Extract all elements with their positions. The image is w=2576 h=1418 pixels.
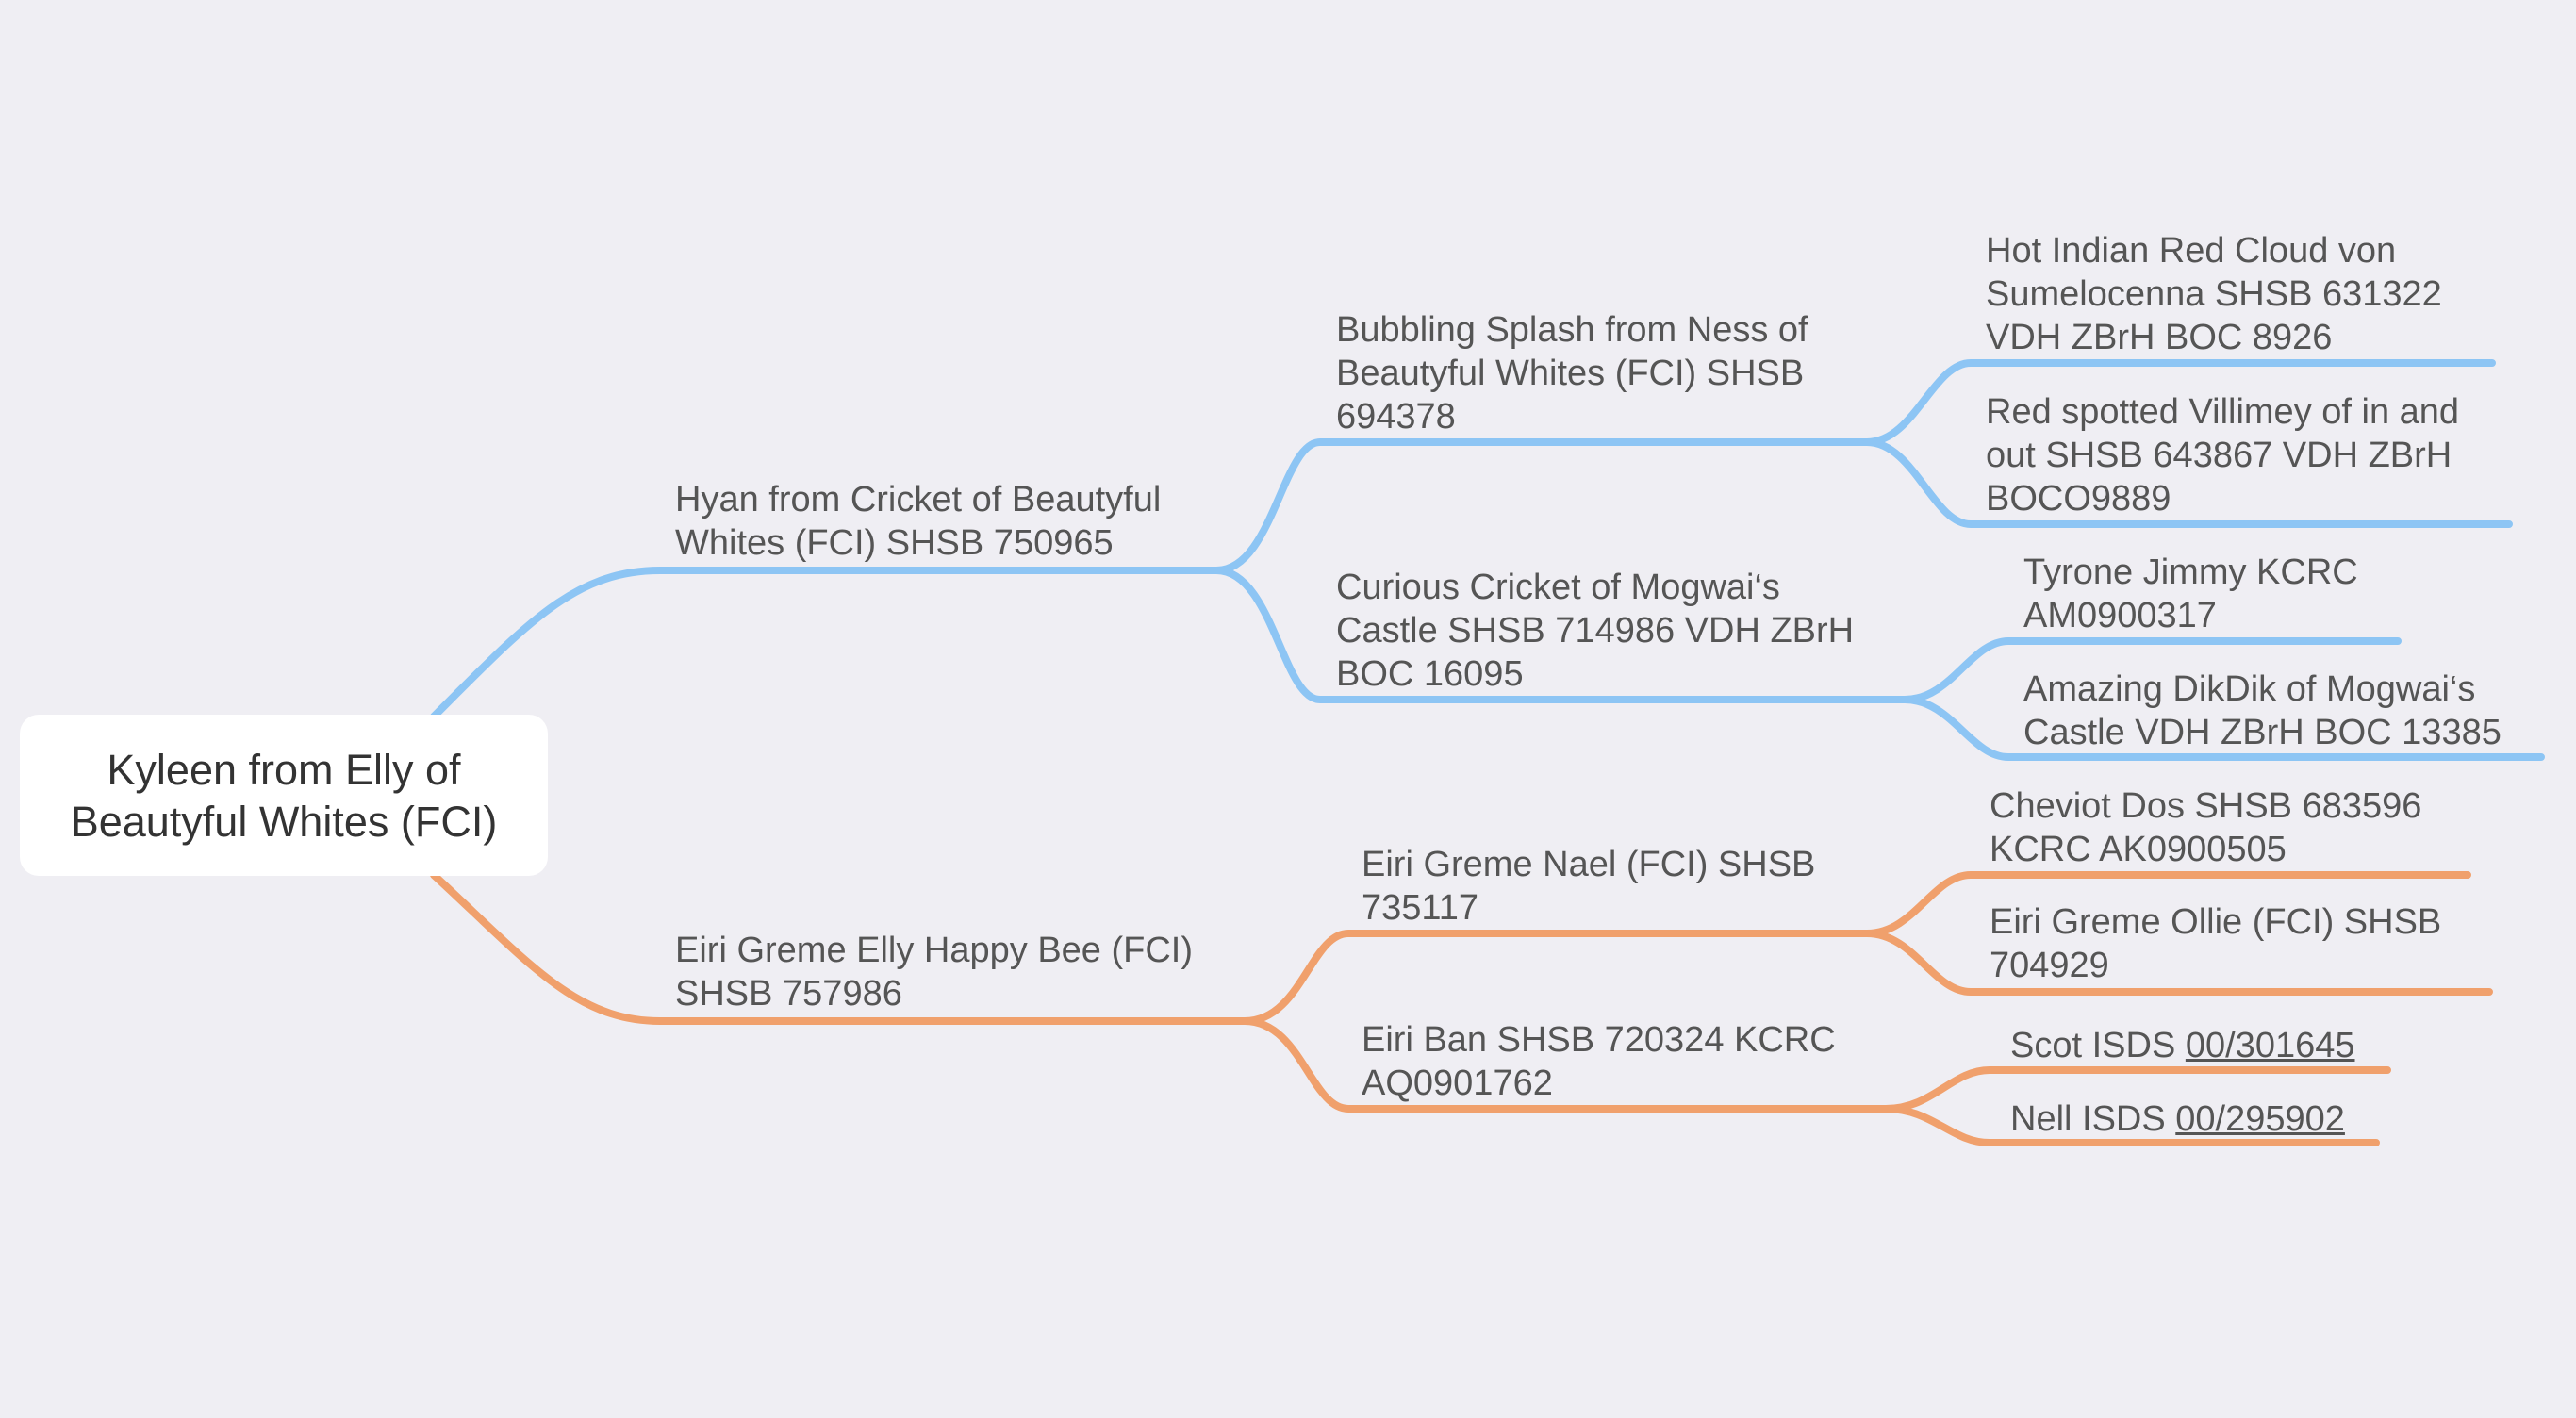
node-line: Tyrone Jimmy KCRC — [2023, 552, 2358, 592]
node-sire-dam-dam[interactable]: Amazing DikDik of Mogwai‘s Castle VDH ZB… — [2023, 668, 2502, 754]
node-sire-dam[interactable]: Curious Cricket of Mogwai‘s Castle SHSB … — [1336, 566, 1854, 696]
node-line: BOC 16095 — [1336, 654, 1524, 694]
registration-link[interactable]: 00/295902 — [2175, 1099, 2345, 1139]
root-node[interactable]: Kyleen from Elly of Beautyful Whites (FC… — [20, 715, 548, 876]
node-line: KCRC AK0900505 — [1990, 830, 2287, 869]
root-node-line-1: Kyleen from Elly of — [107, 745, 461, 794]
node-line: Curious Cricket of Mogwai‘s — [1336, 568, 1780, 607]
link-ds-dsd — [1863, 930, 2493, 996]
node-sire-sire-sire[interactable]: Hot Indian Red Cloud von Sumelocenna SHS… — [1986, 229, 2442, 359]
link-sire-ss — [1213, 438, 1871, 574]
node-line: Amazing DikDik of Mogwai‘s — [2023, 669, 2476, 709]
node-line: 704929 — [1990, 946, 2109, 985]
node-line: Beautyful Whites (FCI) SHSB — [1336, 354, 1805, 393]
dam-branch-lines — [430, 871, 2493, 1146]
node-dam-sire-sire[interactable]: Cheviot Dos SHSB 683596 KCRC AK0900505 — [1990, 784, 2421, 871]
link-sire-sd — [1213, 567, 1908, 703]
node-line: Hyan from Cricket of Beautyful — [675, 480, 1162, 519]
node-line: BOCO9889 — [1986, 479, 2171, 519]
link-ss-ssd — [1863, 438, 2513, 528]
node-sire-dam-sire[interactable]: Tyrone Jimmy KCRC AM0900317 — [2023, 551, 2358, 637]
node-line: SHSB 757986 — [675, 974, 902, 1014]
link-sd-sdd — [1901, 696, 2545, 761]
link-root-sire — [430, 567, 1220, 720]
link-ss-sss — [1863, 359, 2496, 446]
link-sd-sds — [1901, 637, 2402, 703]
node-line: 735117 — [1362, 888, 1478, 928]
node-dam-sire-dam[interactable]: Eiri Greme Ollie (FCI) SHSB 704929 — [1990, 900, 2441, 987]
link-dam-ds — [1241, 930, 1871, 1025]
node-line: AM0900317 — [2023, 596, 2217, 635]
node-name: Nell ISDS — [2010, 1099, 2166, 1139]
node-line: Whites (FCI) SHSB 750965 — [675, 523, 1114, 563]
node-dam-dam-sire[interactable]: Scot ISDS 00/301645 — [2010, 1024, 2355, 1067]
node-dam-dam-dam[interactable]: Nell ISDS 00/295902 — [2010, 1097, 2345, 1141]
node-line: AQ0901762 — [1362, 1064, 1553, 1103]
node-line: Sumelocenna SHSB 631322 — [1986, 274, 2442, 314]
node-name: Scot ISDS — [2010, 1026, 2176, 1065]
node-line: Cheviot Dos SHSB 683596 — [1990, 786, 2422, 826]
sire-branch-lines — [430, 359, 2545, 761]
node-line: out SHSB 643867 VDH ZBrH — [1986, 436, 2452, 475]
node-sire[interactable]: Hyan from Cricket of Beautyful Whites (F… — [675, 478, 1161, 565]
node-line: Castle VDH ZBrH BOC 13385 — [2023, 713, 2502, 752]
node-line: Eiri Greme Ollie (FCI) SHSB — [1990, 902, 2442, 942]
node-sire-sire-dam[interactable]: Red spotted Villimey of in and out SHSB … — [1986, 390, 2459, 520]
link-ds-dss — [1863, 871, 2471, 937]
link-root-dam — [430, 871, 1248, 1025]
node-line: Eiri Greme Elly Happy Bee (FCI) — [675, 931, 1194, 970]
node-line: VDH ZBrH BOC 8926 — [1986, 318, 2333, 357]
node-line: Eiri Greme Nael (FCI) SHSB — [1362, 845, 1816, 884]
node-line: Hot Indian Red Cloud von — [1986, 231, 2397, 271]
node-line: Bubbling Splash from Ness of — [1336, 310, 1808, 350]
root-node-line-2: Beautyful Whites (FCI) — [70, 797, 498, 846]
node-dam[interactable]: Eiri Greme Elly Happy Bee (FCI) SHSB 757… — [675, 929, 1193, 1015]
node-dam-sire[interactable]: Eiri Greme Nael (FCI) SHSB 735117 — [1362, 843, 1815, 930]
node-line: Eiri Ban SHSB 720324 KCRC — [1362, 1020, 1836, 1060]
node-line: Castle SHSB 714986 VDH ZBrH — [1336, 611, 1855, 651]
node-dam-dam[interactable]: Eiri Ban SHSB 720324 KCRC AQ0901762 — [1362, 1018, 1836, 1105]
link-dam-dd — [1241, 1017, 1890, 1113]
node-sire-sire[interactable]: Bubbling Splash from Ness of Beautyful W… — [1336, 308, 1808, 438]
node-line: Red spotted Villimey of in and — [1986, 392, 2460, 432]
link-dd-ddd — [1882, 1105, 2380, 1146]
registration-link[interactable]: 00/301645 — [2185, 1026, 2355, 1065]
node-line: 694378 — [1336, 397, 1456, 437]
